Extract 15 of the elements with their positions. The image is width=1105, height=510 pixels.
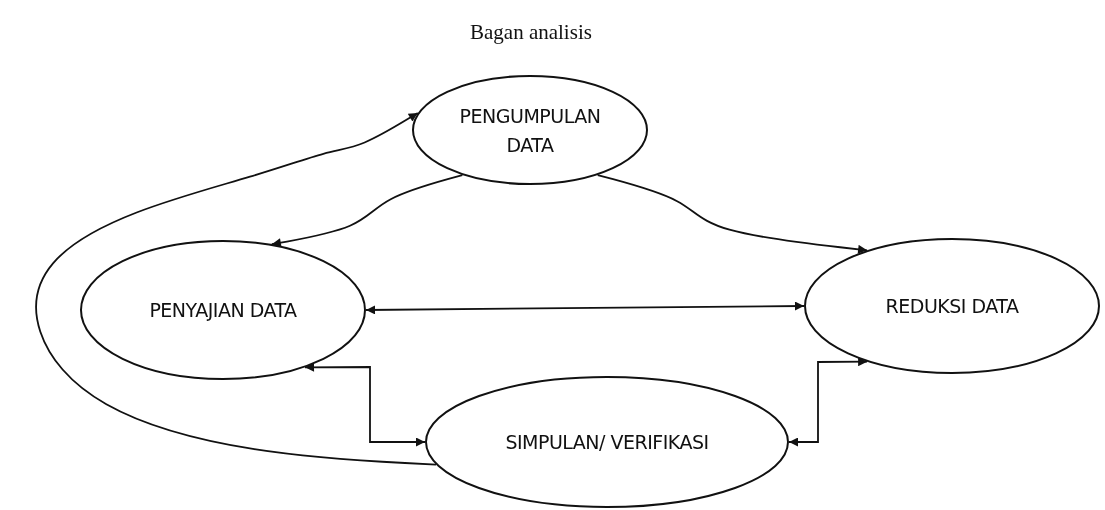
arrow [365, 301, 805, 315]
process-ellipse [804, 238, 1100, 374]
arrow [304, 362, 426, 447]
arrow [35, 112, 437, 466]
node-label: SIMPULAN/ VERIFIKASI [504, 429, 710, 455]
process-ellipse [425, 376, 789, 508]
process-ellipse [80, 240, 366, 380]
process-ellipse [412, 75, 648, 185]
node-label: PENGUMPULAN DATA [458, 103, 602, 157]
diagram-title: Bagan analisis [470, 20, 592, 45]
node-label: REDUKSI DATA [884, 293, 1020, 319]
arrow [271, 174, 464, 248]
arrow [788, 357, 868, 447]
node-label: PENYAJIAN DATA [148, 297, 298, 323]
arrow [596, 174, 868, 254]
